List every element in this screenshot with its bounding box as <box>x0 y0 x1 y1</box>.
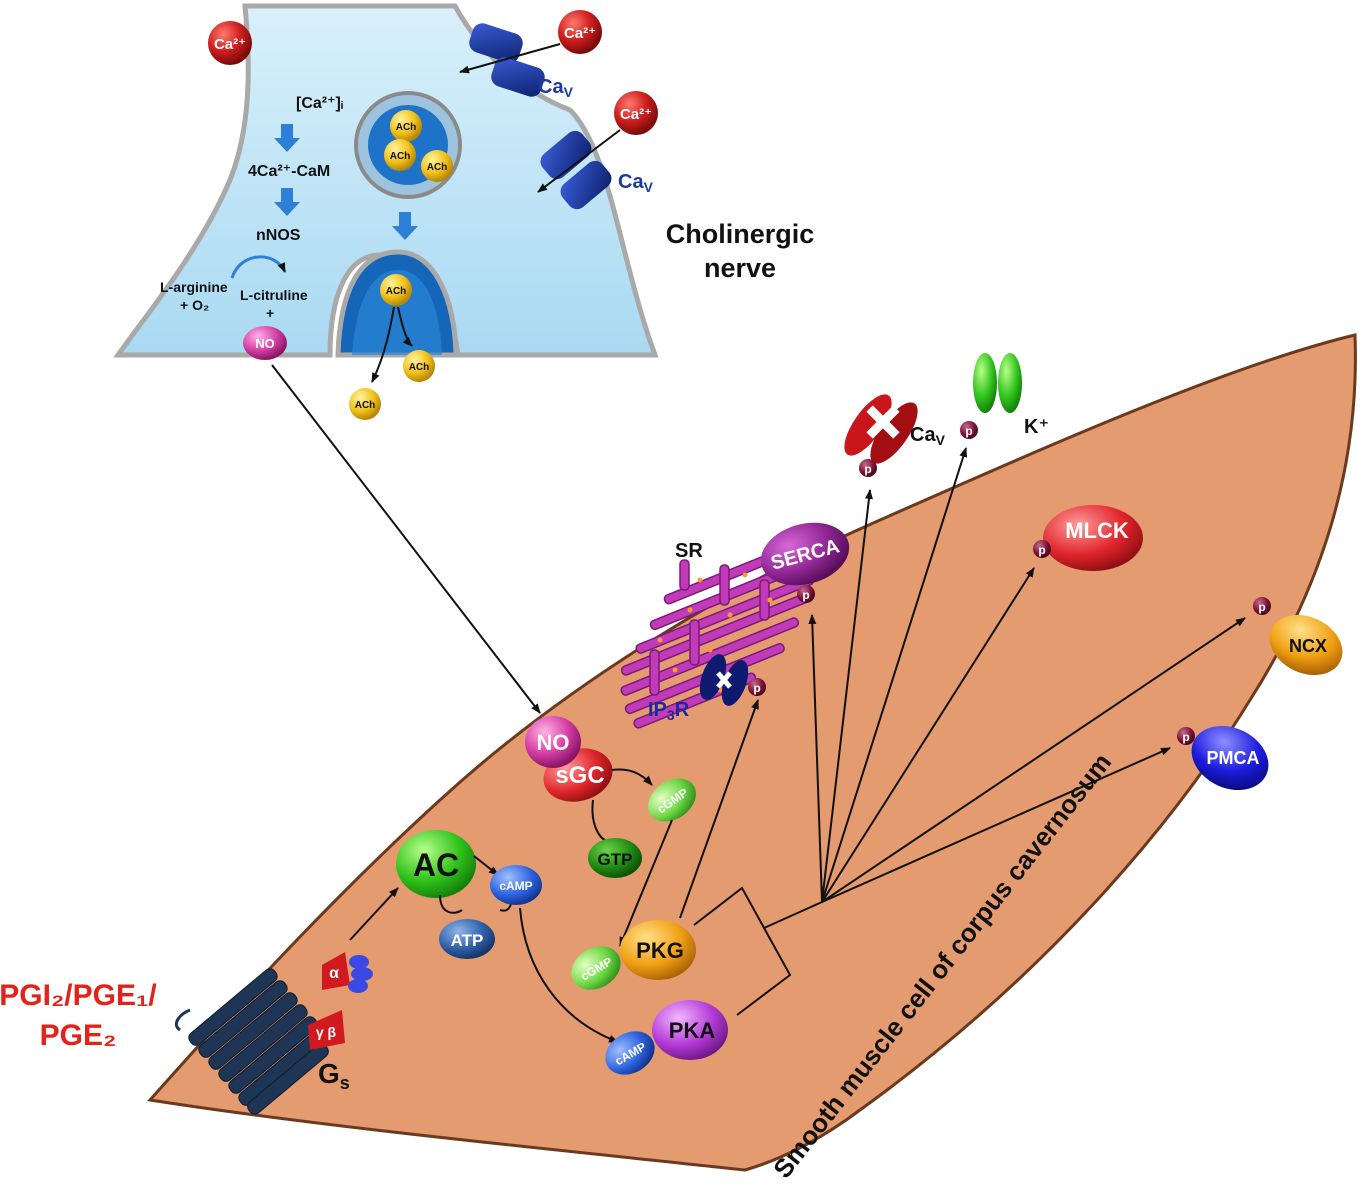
svg-text:p: p <box>753 681 760 695</box>
potassium-label: K⁺ <box>1024 416 1049 438</box>
cgmp-molecule: cGMP <box>648 778 696 822</box>
phospho-p-icon: p <box>1253 597 1271 615</box>
no-molecule: NO <box>243 326 287 360</box>
svg-text:GTP: GTP <box>598 850 633 869</box>
down-arrow-icon <box>274 124 300 152</box>
pka-enzyme: PKA <box>652 1000 728 1060</box>
mlck-enzyme: MLCK <box>1043 505 1143 571</box>
svg-text:α: α <box>329 965 339 982</box>
pkg-enzyme: PKG <box>620 920 696 980</box>
svg-text:NCX: NCX <box>1289 636 1327 656</box>
camp-molecule: cAMP <box>605 1031 655 1075</box>
camp-molecule: cAMP <box>490 865 542 905</box>
svg-text:sGC: sGC <box>555 762 604 789</box>
adenylyl-cyclase: AC <box>396 830 476 898</box>
nnos-label: nNOS <box>256 227 301 244</box>
gs-blue-subunit <box>348 955 373 993</box>
svg-text:Ca²⁺: Ca²⁺ <box>564 25 596 42</box>
ach-molecule: ACh <box>380 274 412 306</box>
gs-label: Gs <box>318 1058 350 1093</box>
nerve-cav-channel-1 <box>469 23 545 97</box>
ach-molecule: ACh <box>421 150 453 182</box>
svg-text:Ca²⁺: Ca²⁺ <box>214 36 246 53</box>
nerve-cav-channel-2 <box>540 130 612 210</box>
phospho-p-icon: p <box>748 678 766 696</box>
ip3r-label: IP3R <box>648 699 690 723</box>
ip3r-channel <box>699 654 749 706</box>
sr-calcium-dots <box>657 572 773 693</box>
gtp-molecule: GTP <box>588 838 642 878</box>
no-molecule-cell: NO <box>525 716 581 768</box>
svg-text:NO: NO <box>255 336 275 351</box>
svg-text:cAMP: cAMP <box>499 879 532 893</box>
effector-arrows <box>808 447 1246 903</box>
svg-text:PMCA: PMCA <box>1207 748 1260 768</box>
curved-arrow-icon <box>230 255 287 279</box>
ach-molecule: ACh <box>403 350 435 382</box>
phospho-p-icon: p <box>797 585 815 603</box>
svg-text:p: p <box>965 424 972 438</box>
ach-molecule: ACh <box>349 388 381 420</box>
gpcr-receptor <box>188 968 329 1115</box>
phospho-p-icon: p <box>1177 727 1195 745</box>
cav-label: CaV <box>538 76 574 100</box>
svg-text:γ β: γ β <box>316 1024 337 1040</box>
ach-molecule: ACh <box>390 110 422 142</box>
svg-text:p: p <box>1258 600 1265 614</box>
phospho-p-icon: p <box>1033 540 1051 558</box>
g-alpha-subunit: α <box>322 952 350 990</box>
plus-label: + <box>266 305 274 321</box>
ca-calmodulin-label: 4Ca²⁺-CaM <box>248 163 330 180</box>
sr-label: SR <box>675 540 703 562</box>
svg-text:ACh: ACh <box>390 151 411 162</box>
svg-text:NO: NO <box>537 730 570 755</box>
pmca-pump: PMCA <box>1191 725 1269 791</box>
svg-text:ACh: ACh <box>355 400 376 411</box>
svg-text:ATP: ATP <box>451 931 484 950</box>
cav-membrane-label: CaV <box>910 424 946 448</box>
ach-molecule: ACh <box>384 139 416 171</box>
cav-label: CaV <box>618 171 654 195</box>
smooth-muscle-cav-channel <box>844 394 918 464</box>
svg-text:Ca²⁺: Ca²⁺ <box>620 106 652 123</box>
agonist-label-line2: PGE₂ <box>40 1019 117 1052</box>
calcium-ion: Ca²⁺ <box>208 21 252 65</box>
svg-text:ACh: ACh <box>427 162 448 173</box>
nerve-title: Cholinergic <box>666 219 815 249</box>
svg-text:p: p <box>864 462 871 476</box>
serca-pump: SERCA <box>760 522 850 586</box>
svg-text:MLCK: MLCK <box>1065 518 1129 543</box>
l-citruline-label: L-citruline <box>240 287 308 303</box>
svg-text:ACh: ACh <box>396 122 417 133</box>
g-beta-gamma-subunit: γ β <box>308 1010 345 1050</box>
svg-text:p: p <box>1038 543 1045 557</box>
l-arginine-label: L-arginine <box>160 279 228 295</box>
oxygen-label: + O₂ <box>180 297 209 313</box>
phospho-p-icon: p <box>859 459 877 477</box>
ncx-exchanger: NCX <box>1269 614 1343 676</box>
svg-text:AC: AC <box>413 847 459 883</box>
kinase-convergence-bracket <box>693 886 792 1016</box>
no-diffusion-arrow <box>271 364 541 714</box>
agonist-label: PGI₂/PGE₁/ <box>0 979 157 1012</box>
close-icon <box>866 405 900 439</box>
svg-text:ACh: ACh <box>386 286 407 297</box>
down-arrow-icon <box>392 212 418 240</box>
svg-text:p: p <box>1182 730 1189 744</box>
cgmp-molecule: cGMP <box>571 946 621 990</box>
intracellular-calcium-label: [Ca²⁺]ᵢ <box>296 95 343 112</box>
calcium-ion: Ca²⁺ <box>614 91 658 135</box>
svg-text:ACh: ACh <box>409 362 430 373</box>
down-arrow-icon <box>274 188 300 216</box>
svg-text:PKA: PKA <box>669 1018 716 1043</box>
calcium-ion: Ca²⁺ <box>558 10 602 54</box>
potassium-channel <box>973 353 1022 413</box>
nerve-title-line2: nerve <box>704 253 776 283</box>
svg-text:PKG: PKG <box>636 938 684 963</box>
atp-molecule: ATP <box>439 919 495 959</box>
svg-text:p: p <box>802 588 809 602</box>
phospho-p-icon: p <box>960 421 978 439</box>
